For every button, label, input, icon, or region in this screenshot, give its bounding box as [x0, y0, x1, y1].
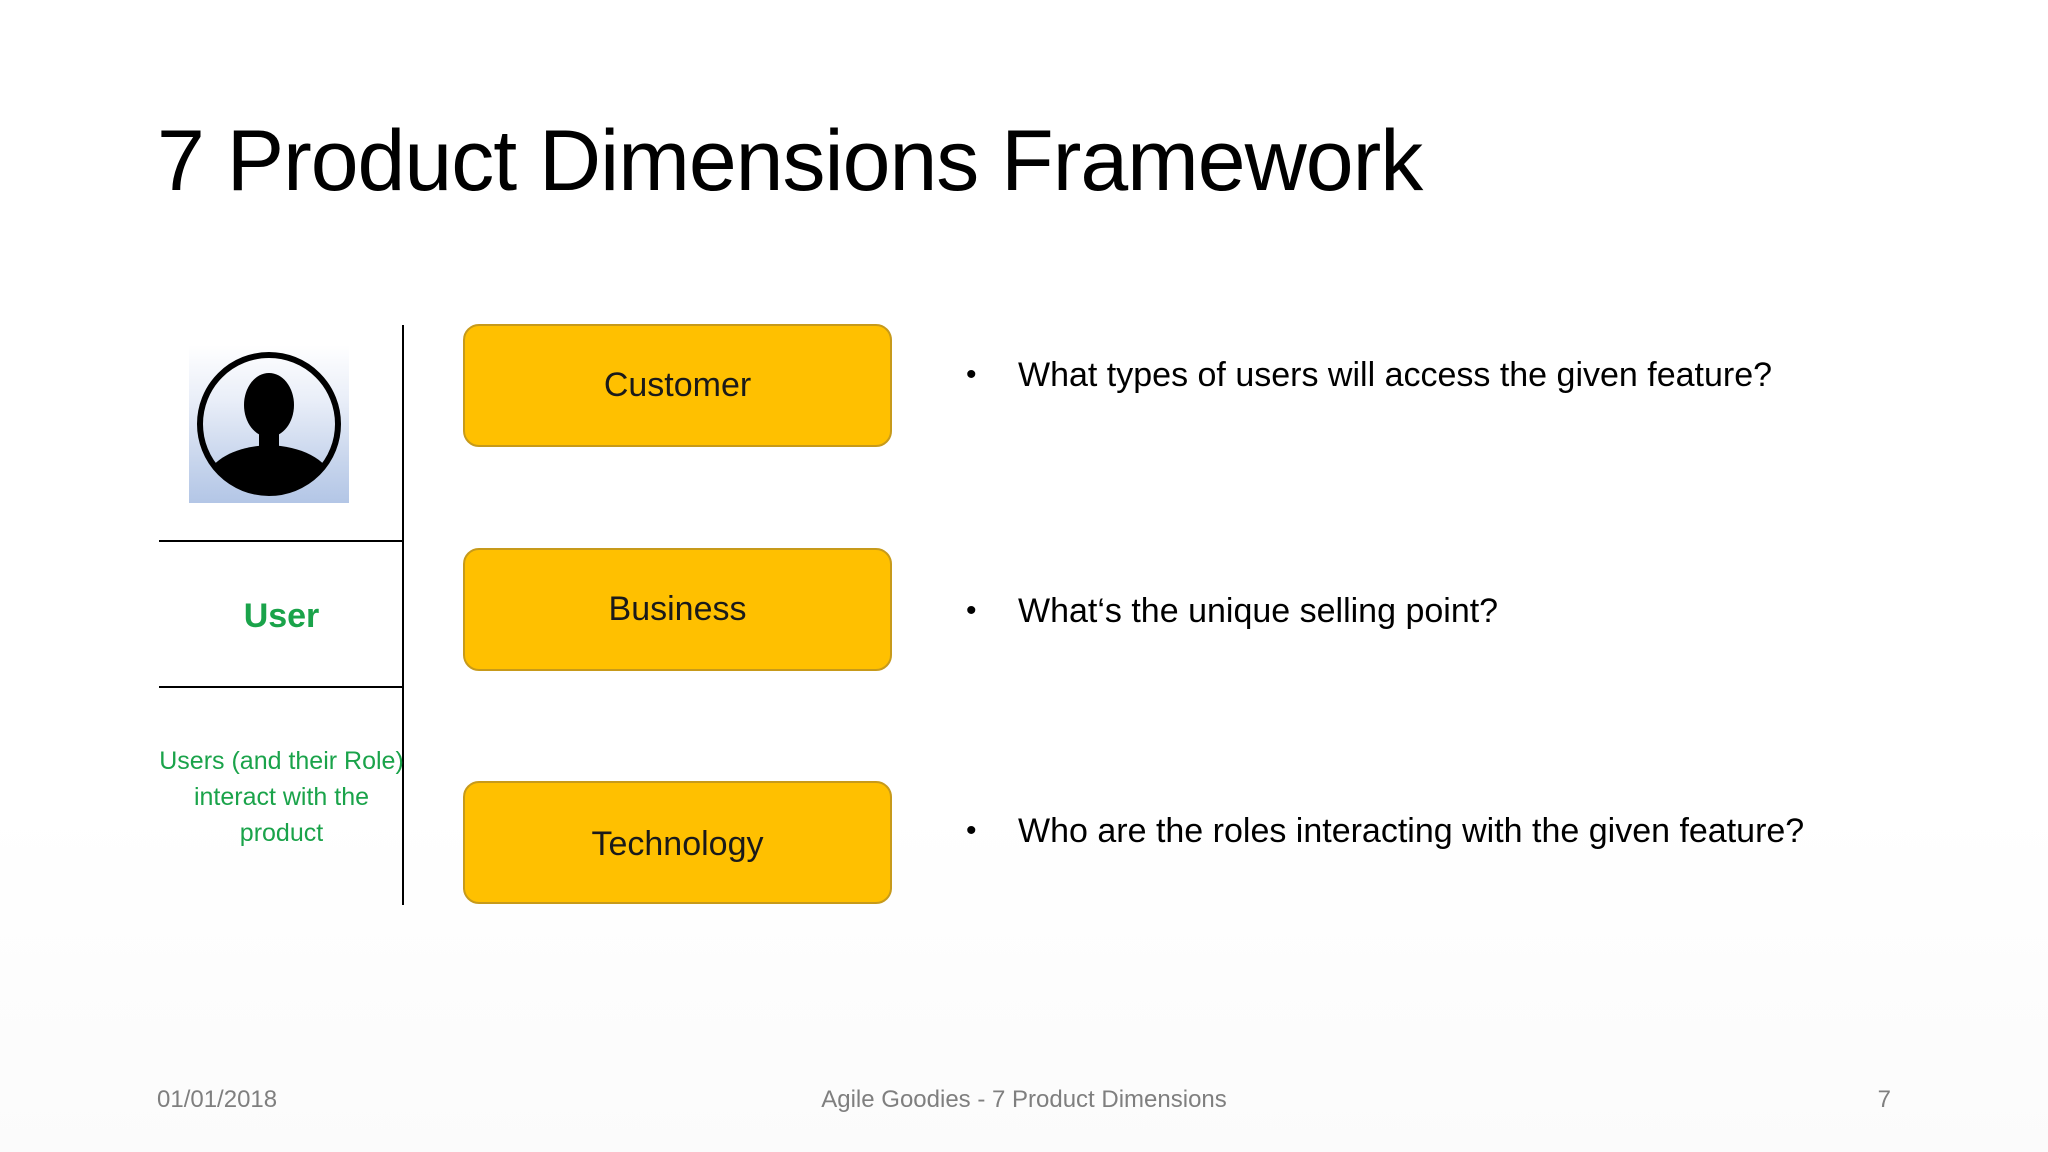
bullet-dot-icon: •: [966, 814, 977, 847]
divider-vertical: [402, 325, 404, 905]
business-box-label: Business: [608, 590, 747, 628]
bullet-item: • What‘s the unique selling point?: [966, 589, 1498, 633]
technology-box-label: Technology: [591, 825, 764, 863]
bullet-text: What types of users will access the give…: [1018, 356, 1773, 394]
business-box: Business: [463, 548, 892, 671]
footer-title: Agile Goodies - 7 Product Dimensions: [821, 1086, 1227, 1113]
technology-box: Technology: [463, 781, 892, 904]
bullet-item: • Who are the roles interacting with the…: [966, 809, 1804, 853]
bullet-text: What‘s the unique selling point?: [1018, 592, 1499, 630]
footer-page-number: 7: [1877, 1086, 1891, 1113]
bullet-dot-icon: •: [966, 594, 977, 627]
customer-box: Customer: [463, 324, 892, 447]
divider-horizontal-bottom: [159, 686, 404, 688]
slide-title: 7 Product Dimensions Framework: [157, 113, 1423, 209]
footer-date: 01/01/2018: [157, 1086, 278, 1113]
user-avatar-icon: [189, 345, 349, 503]
customer-box-label: Customer: [603, 366, 752, 404]
bullet-dot-icon: •: [966, 358, 977, 391]
divider-horizontal-top: [159, 540, 404, 542]
bullet-text: Who are the roles interacting with the g…: [1018, 812, 1805, 850]
dimension-label: User: [243, 597, 320, 635]
dimension-description: Users (and their Role) interact with the…: [159, 747, 404, 847]
bullet-item: • What types of users will access the gi…: [966, 353, 1772, 397]
